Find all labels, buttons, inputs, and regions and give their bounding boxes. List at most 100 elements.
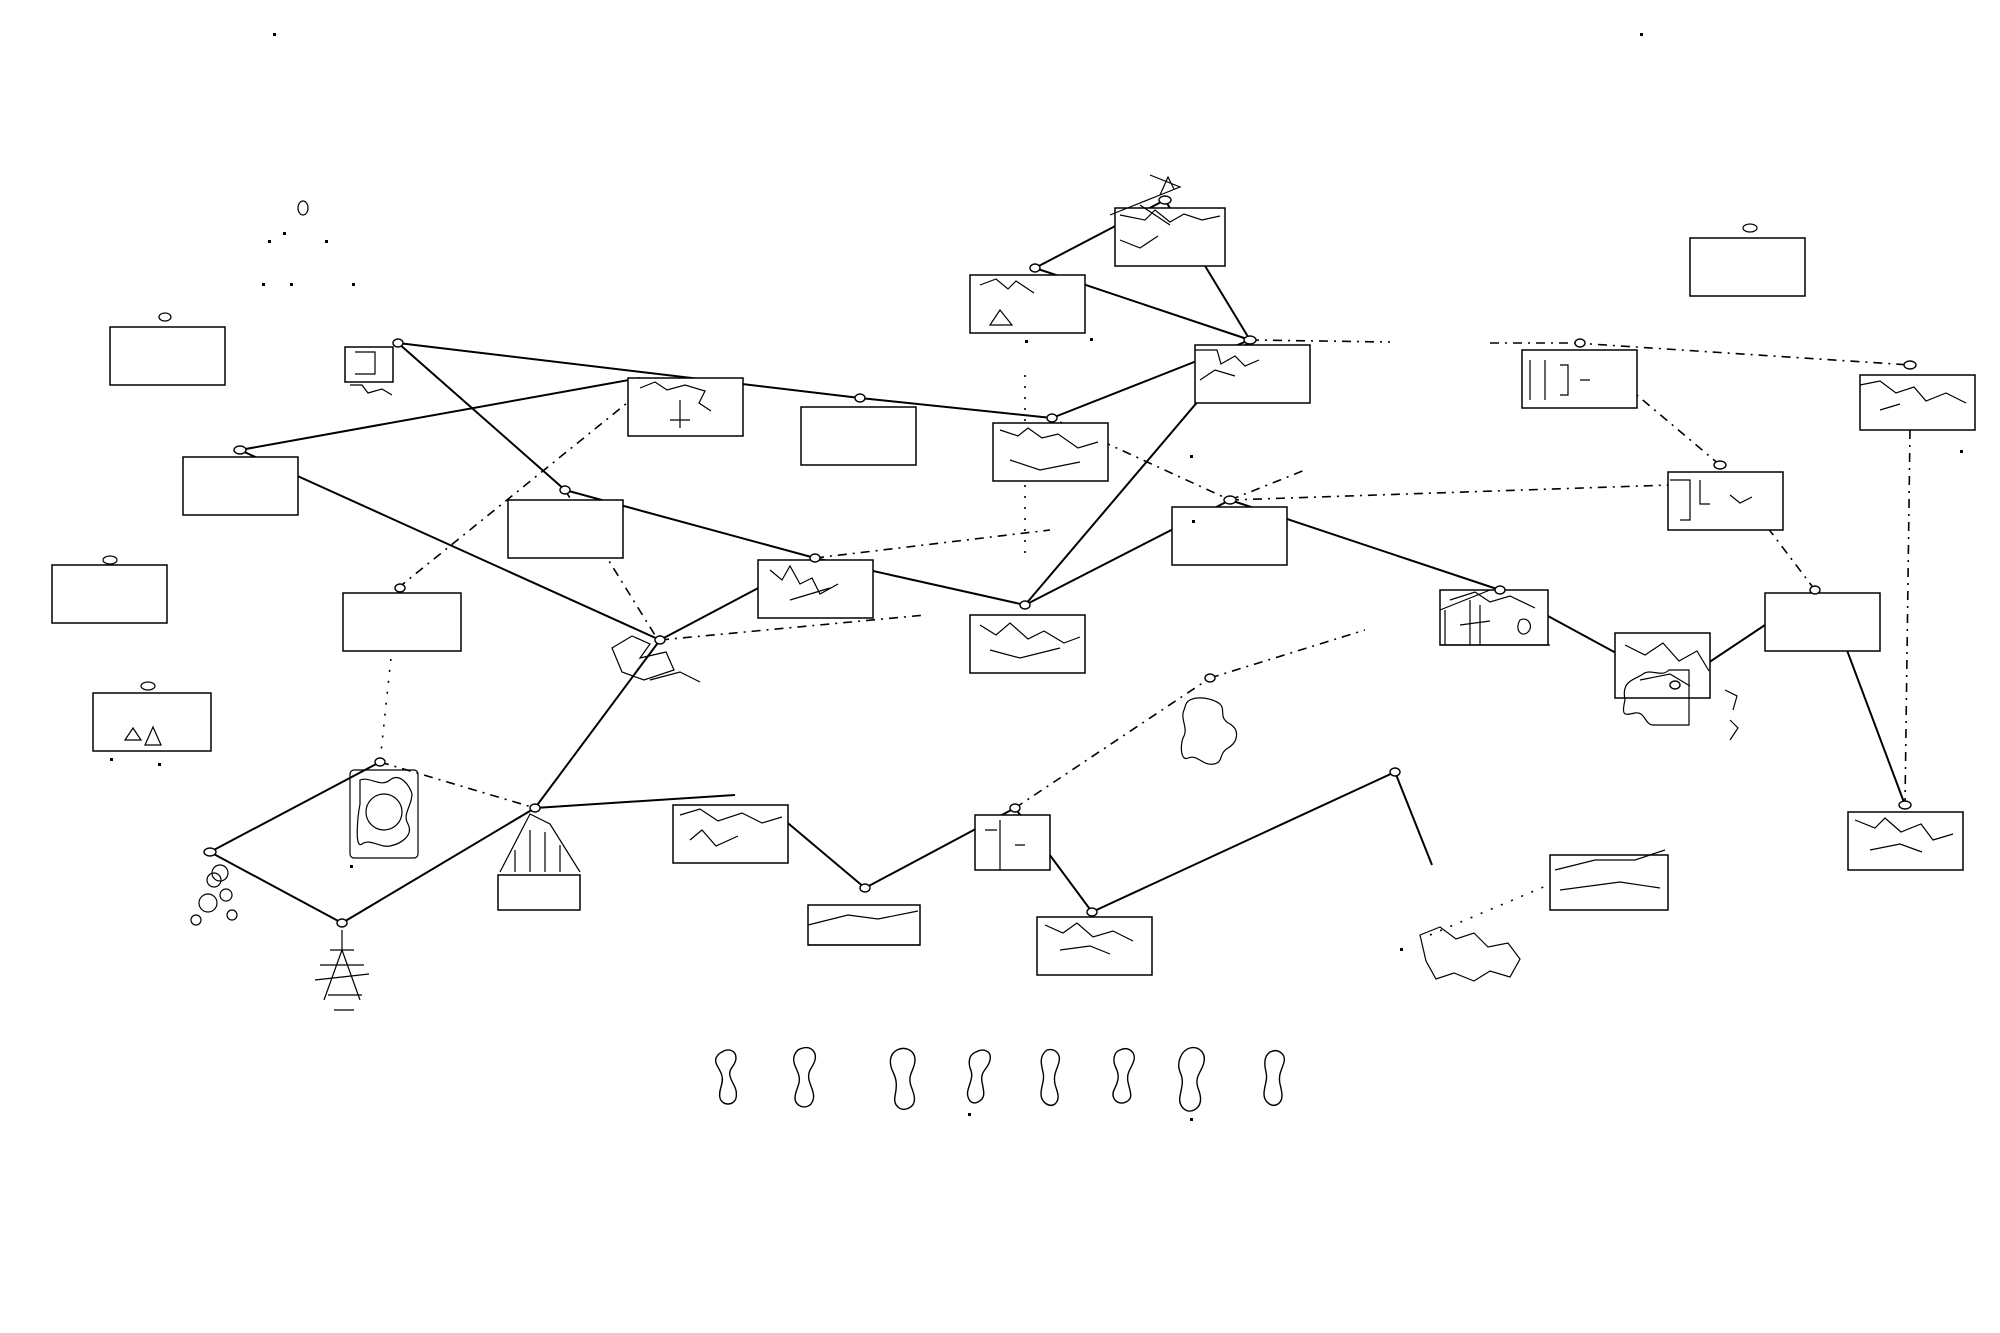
speck — [1192, 520, 1195, 523]
node-box[interactable] — [183, 457, 298, 515]
connector-knob[interactable] — [1495, 586, 1505, 594]
connector-knob[interactable] — [860, 884, 870, 892]
doodle-texture — [1420, 927, 1520, 981]
node-box[interactable] — [343, 593, 461, 651]
node-box[interactable] — [1690, 238, 1805, 296]
doodle-blob — [298, 201, 308, 215]
connector-knob[interactable] — [234, 446, 246, 454]
speck — [268, 240, 271, 243]
doodle-circle — [191, 915, 201, 925]
speck — [1090, 338, 1093, 341]
doodle-blob — [141, 682, 155, 690]
speck — [1025, 340, 1028, 343]
connector-knob[interactable] — [1030, 264, 1040, 272]
node-box[interactable] — [1037, 917, 1152, 975]
figure-shape — [890, 1048, 915, 1109]
node-box[interactable] — [628, 378, 743, 436]
edge — [210, 762, 380, 852]
node-box[interactable] — [1550, 855, 1668, 910]
connector-knob[interactable] — [1205, 674, 1215, 682]
node-box[interactable] — [801, 407, 916, 465]
node-box[interactable] — [1172, 507, 1287, 565]
doodle-blob — [103, 556, 117, 564]
node-box[interactable] — [508, 500, 623, 558]
connector-knob[interactable] — [560, 486, 570, 494]
figure-shape — [967, 1050, 990, 1103]
node-box[interactable] — [1195, 345, 1310, 403]
node-box[interactable] — [93, 693, 211, 751]
connector-knob[interactable] — [337, 919, 347, 927]
connector-knob[interactable] — [1087, 908, 1097, 916]
connector-knob[interactable] — [1810, 586, 1820, 594]
node-box[interactable] — [1668, 472, 1783, 530]
speck — [325, 240, 328, 243]
figure-shape — [1264, 1051, 1284, 1106]
edge — [1210, 630, 1365, 678]
node-layer — [52, 208, 1975, 975]
speck — [283, 232, 286, 235]
node-box[interactable] — [1522, 350, 1637, 408]
edge — [1015, 678, 1210, 808]
speck — [1960, 450, 1963, 453]
node-box[interactable] — [808, 905, 920, 945]
node-box[interactable] — [1860, 375, 1975, 430]
connector-knob[interactable] — [1904, 361, 1916, 369]
connector-knob[interactable] — [1224, 496, 1236, 504]
connector-knob[interactable] — [1390, 768, 1400, 776]
figure-shape — [1113, 1049, 1134, 1103]
doodle-blob — [1181, 698, 1236, 764]
edge — [1092, 772, 1395, 912]
speck — [350, 865, 353, 868]
figure-row — [716, 1048, 1285, 1111]
node-box[interactable] — [1848, 812, 1963, 870]
doodle-circle — [220, 889, 232, 901]
node-box[interactable] — [110, 327, 225, 385]
connector-knob[interactable] — [1244, 336, 1256, 344]
connector-knob[interactable] — [1670, 681, 1680, 689]
doodle-circle — [227, 910, 237, 920]
connector-knob[interactable] — [1714, 461, 1726, 469]
node-box[interactable] — [52, 565, 167, 623]
node-box[interactable] — [758, 560, 873, 618]
connector-knob[interactable] — [1047, 414, 1057, 422]
speck — [273, 33, 276, 36]
doodle-tree — [315, 930, 369, 1010]
node-box[interactable] — [975, 815, 1050, 870]
connector-knob[interactable] — [375, 758, 385, 766]
node-box[interactable] — [970, 615, 1085, 673]
connector-knob[interactable] — [1159, 196, 1171, 204]
node-box[interactable] — [673, 805, 788, 863]
speck — [1190, 455, 1193, 458]
edge — [210, 852, 342, 923]
figure-shape — [794, 1048, 816, 1107]
edge — [240, 378, 640, 450]
connector-knob[interactable] — [1899, 801, 1911, 809]
node-box[interactable] — [1765, 593, 1880, 651]
edge — [535, 640, 660, 808]
connector-knob[interactable] — [1020, 601, 1030, 609]
node-box[interactable] — [970, 275, 1085, 333]
connector-knob[interactable] — [204, 848, 216, 856]
connector-knob[interactable] — [1010, 804, 1020, 812]
connector-knob[interactable] — [655, 636, 665, 644]
edge — [1230, 470, 1305, 500]
connector-knob[interactable] — [530, 804, 540, 812]
edge — [815, 530, 1050, 558]
connector-knob[interactable] — [395, 584, 405, 592]
edge — [380, 648, 392, 762]
doodle-circle — [199, 894, 217, 912]
connector-knob[interactable] — [810, 554, 820, 562]
speck — [1400, 948, 1403, 951]
edge — [1230, 485, 1670, 500]
node-box[interactable] — [498, 875, 580, 910]
connector-knob[interactable] — [1575, 339, 1585, 347]
connector-knob[interactable] — [393, 339, 403, 347]
node-box[interactable] — [993, 423, 1108, 481]
edge — [1250, 340, 1390, 342]
connector-knob[interactable] — [855, 394, 865, 402]
edge — [1905, 430, 1910, 805]
speck — [290, 283, 293, 286]
speck — [1190, 1118, 1193, 1121]
